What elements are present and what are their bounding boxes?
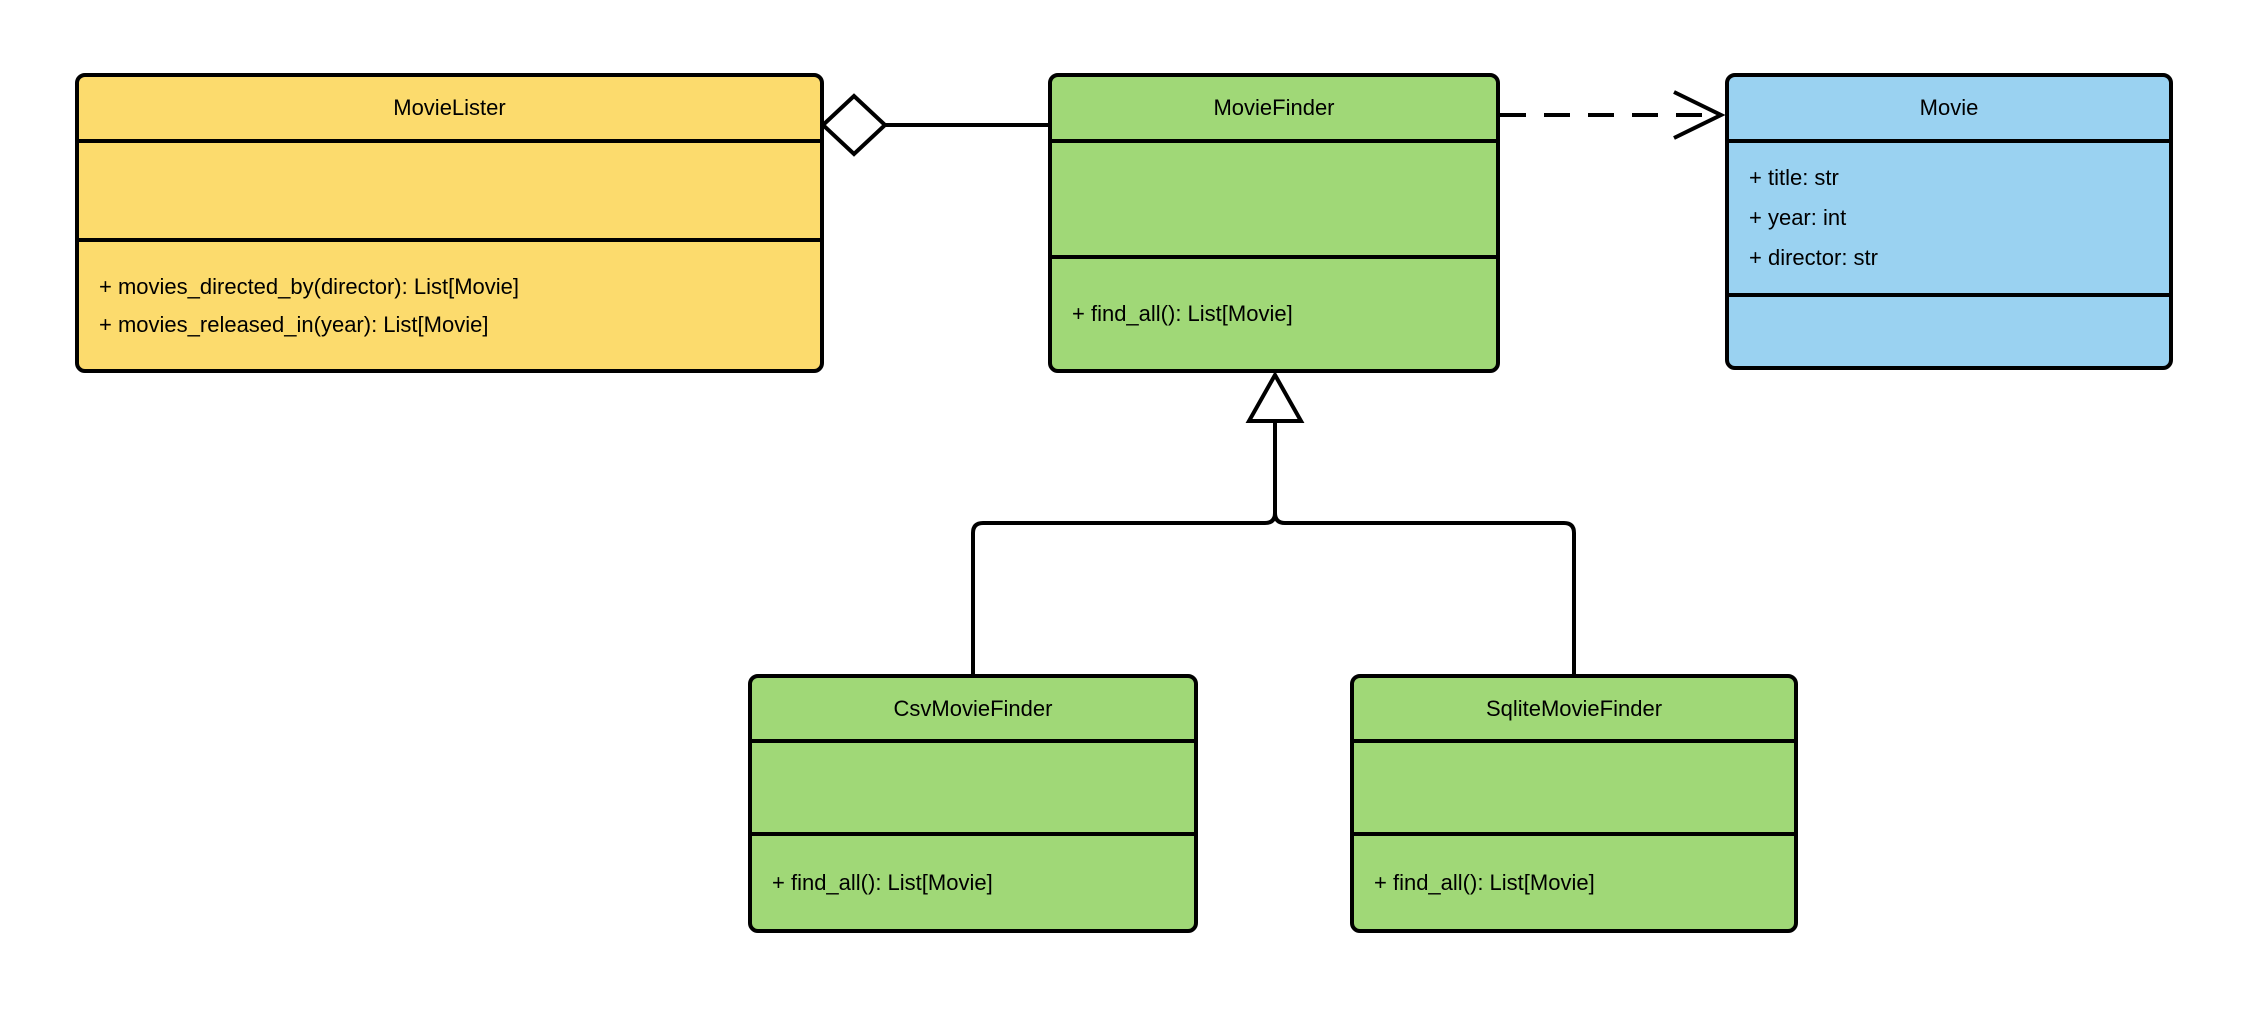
class-methods: + find_all(): List[Movie]	[1354, 836, 1794, 929]
class-title: SqliteMovieFinder	[1354, 678, 1794, 743]
inheritance-triangle-icon	[1245, 370, 1305, 423]
class-sqlitemoviefinder: SqliteMovieFinder + find_all(): List[Mov…	[1350, 674, 1798, 933]
dependency-connector	[1500, 90, 1726, 140]
class-attributes	[1052, 143, 1496, 259]
class-csvmoviefinder: CsvMovieFinder + find_all(): List[Movie]	[748, 674, 1198, 933]
attribute-entry: + director: str	[1749, 245, 1878, 270]
method-entry: + find_all(): List[Movie]	[1374, 869, 1595, 895]
class-movielister: MovieLister + movies_directed_by(directo…	[75, 73, 824, 373]
class-title: CsvMovieFinder	[752, 678, 1194, 743]
aggregation-connector	[820, 93, 1048, 157]
class-methods	[1729, 297, 2169, 366]
class-methods: + movies_directed_by(director): List[Mov…	[79, 242, 820, 369]
class-title: Movie	[1729, 77, 2169, 143]
aggregation-diamond-icon	[820, 93, 888, 157]
class-title: MovieFinder	[1052, 77, 1496, 143]
class-attributes	[79, 143, 820, 242]
class-attributes	[1354, 743, 1794, 836]
class-movie: Movie + title: str + year: int + directo…	[1725, 73, 2173, 370]
class-moviefinder: MovieFinder + find_all(): List[Movie]	[1048, 73, 1500, 373]
class-methods: + find_all(): List[Movie]	[752, 836, 1194, 929]
class-attributes	[752, 743, 1194, 836]
class-methods: + find_all(): List[Movie]	[1052, 259, 1496, 369]
inheritance-connector	[971, 370, 1576, 674]
method-entry: + find_all(): List[Movie]	[1072, 301, 1293, 326]
attribute-entry: + title: str	[1749, 165, 1839, 190]
class-title: MovieLister	[79, 77, 820, 143]
attribute-entry: + year: int	[1749, 205, 1847, 230]
open-arrowhead-icon	[1673, 90, 1726, 140]
method-entry: + find_all(): List[Movie]	[772, 869, 993, 895]
method-entry: + movies_directed_by(director): List[Mov…	[99, 273, 519, 299]
class-attributes: + title: str + year: int + director: str	[1729, 143, 2169, 297]
method-entry: + movies_released_in(year): List[Movie]	[99, 311, 489, 337]
